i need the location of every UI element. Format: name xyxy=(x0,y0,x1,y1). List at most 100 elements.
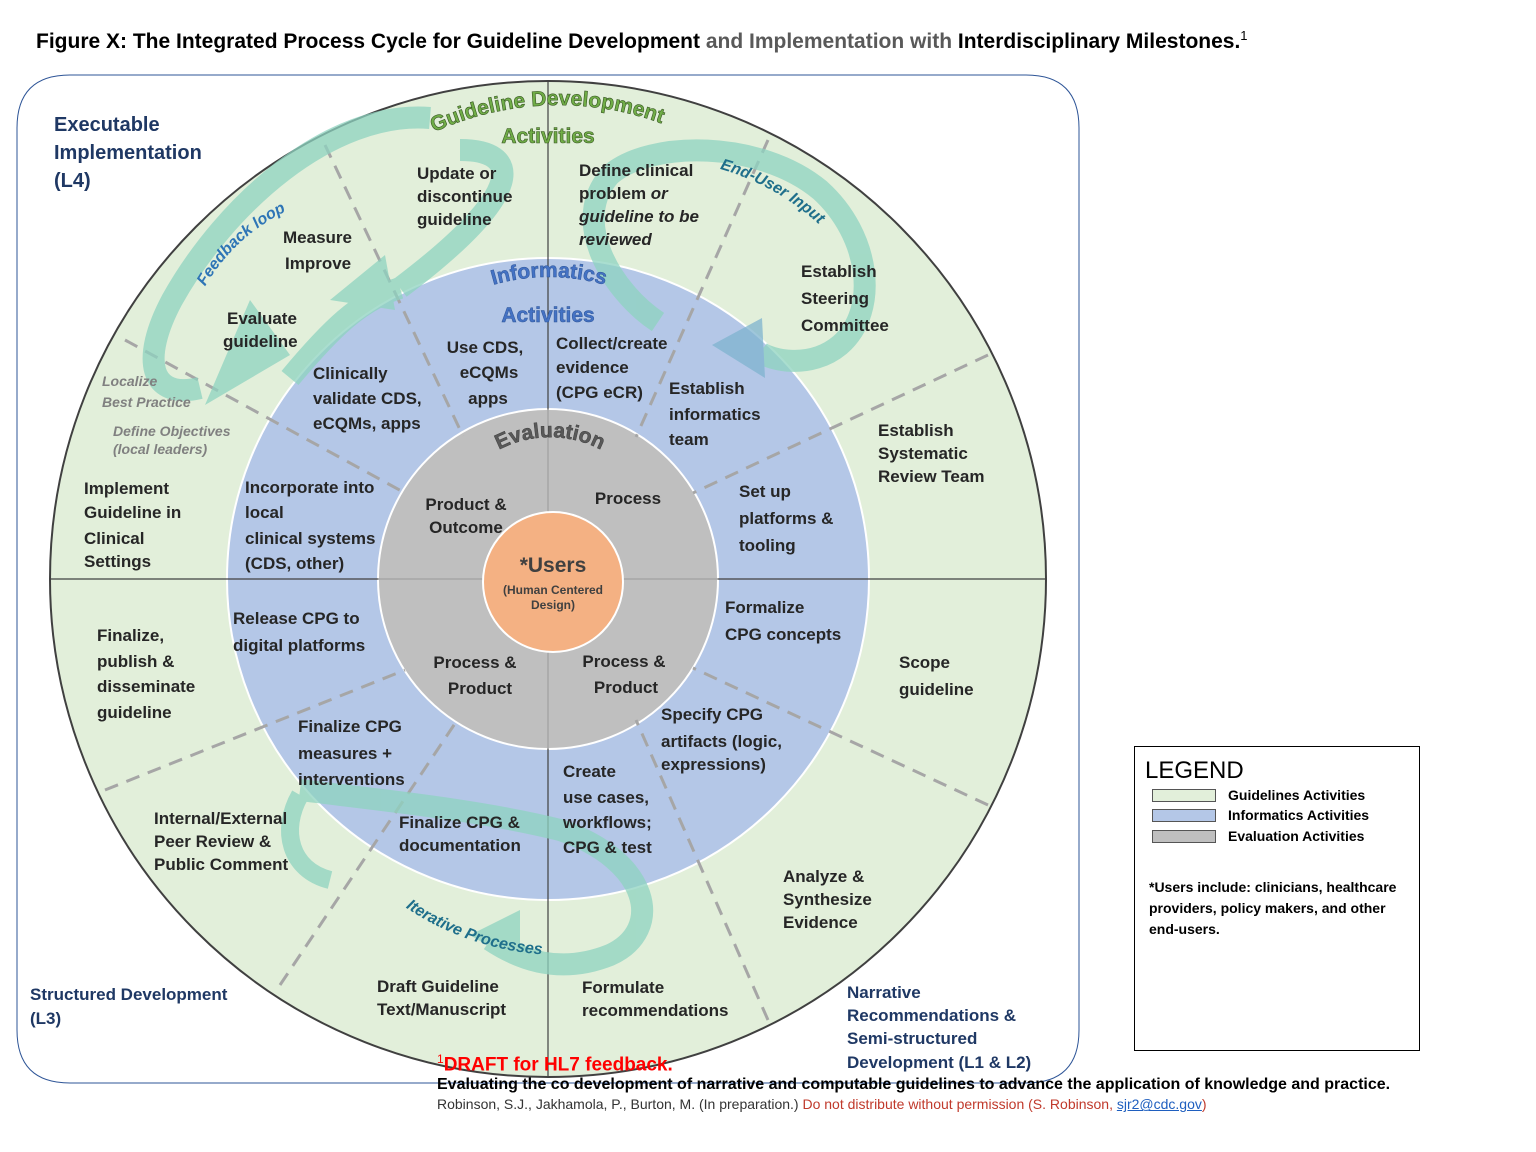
legend-title: LEGEND xyxy=(1145,757,1244,784)
svg-text:publish &: publish & xyxy=(97,652,174,671)
svg-text:Internal/External: Internal/External xyxy=(154,809,287,828)
svg-text:Set up: Set up xyxy=(739,482,791,501)
users-center xyxy=(482,511,624,653)
eval-top-right: Process xyxy=(595,489,661,508)
define-clinical-problem: Define clinical problem or guideline to … xyxy=(578,161,699,249)
svg-text:Evidence: Evidence xyxy=(783,913,858,932)
scope-guideline: Scope guideline xyxy=(899,653,974,699)
svg-text:Process &: Process & xyxy=(433,653,516,672)
svg-text:(CDS, other): (CDS, other) xyxy=(245,554,344,573)
eval-top-left: Product & Outcome xyxy=(425,495,506,537)
figure-title: Figure X: The Integrated Process Cycle f… xyxy=(36,28,1248,54)
svg-text:Scope: Scope xyxy=(899,653,950,672)
legend-box: LEGEND Guidelines Activities Informatics… xyxy=(1134,746,1420,1051)
svg-text:artifacts (logic,: artifacts (logic, xyxy=(661,732,782,751)
quadrant-label-structured: Structured Development (L3) xyxy=(30,985,228,1028)
svg-text:digital platforms: digital platforms xyxy=(233,636,365,655)
svg-text:Evaluate: Evaluate xyxy=(227,309,297,328)
svg-text:Establish: Establish xyxy=(669,379,745,398)
svg-text:discontinue: discontinue xyxy=(417,187,512,206)
svg-text:Outcome: Outcome xyxy=(429,518,503,537)
legend-swatch-evaluation xyxy=(1152,830,1216,843)
quadrant-label-narrative: Narrative Recommendations & Semi-structu… xyxy=(847,983,1031,1072)
svg-text:measures +: measures + xyxy=(298,744,392,763)
footer: 1DRAFT for HL7 feedback. Evaluating the … xyxy=(437,1052,1390,1112)
svg-text:Finalize CPG: Finalize CPG xyxy=(298,717,402,736)
svg-text:Establish: Establish xyxy=(801,262,877,281)
svg-text:Update or: Update or xyxy=(417,164,497,183)
establish-informatics-team: Establish informatics team xyxy=(669,379,761,449)
title-part3: Interdisciplinary Milestones. xyxy=(957,30,1241,53)
svg-text:validate CDS,: validate CDS, xyxy=(313,389,422,408)
svg-text:Recommendations &: Recommendations & xyxy=(847,1006,1016,1025)
svg-text:guideline: guideline xyxy=(223,332,298,351)
formalize-cpg-concepts: Formalize CPG concepts xyxy=(725,598,841,644)
implement-guideline: Implement Guideline in Clinical Settings xyxy=(84,479,181,571)
legend-swatch-informatics xyxy=(1152,809,1216,822)
svg-text:Finalize,: Finalize, xyxy=(97,626,164,645)
localize-best-practice: Localize Best Practice xyxy=(102,373,191,410)
svg-text:clinical systems: clinical systems xyxy=(245,529,375,548)
svg-text:(L4): (L4) xyxy=(54,170,91,192)
svg-text:Formulate: Formulate xyxy=(582,978,664,997)
svg-text:evidence: evidence xyxy=(556,358,629,377)
svg-text:Structured Development: Structured Development xyxy=(30,985,228,1004)
svg-text:expressions): expressions) xyxy=(661,755,766,774)
svg-text:Peer Review &: Peer Review & xyxy=(154,832,271,851)
establish-systematic-review: Establish Systematic Review Team xyxy=(878,421,984,486)
svg-text:reviewed: reviewed xyxy=(579,230,652,249)
create-use-cases: Create use cases, workflows; CPG & test xyxy=(562,762,652,857)
email-link[interactable]: sjr2@cdc.gov xyxy=(1116,1096,1202,1113)
svg-text:Public Comment: Public Comment xyxy=(154,855,288,874)
svg-text:Use CDS,: Use CDS, xyxy=(447,338,524,357)
svg-text:informatics: informatics xyxy=(669,405,761,424)
quadrant-frames xyxy=(16,74,1080,1084)
finalize-cpg-documentation: Finalize CPG & documentation xyxy=(399,813,521,855)
svg-text:Implement: Implement xyxy=(84,479,169,498)
legend-users-note: *Users include: clinicians, healthcare p… xyxy=(1149,879,1397,937)
svg-text:guideline: guideline xyxy=(417,210,492,229)
svg-text:use cases,: use cases, xyxy=(563,788,649,807)
draft-notice: 1DRAFT for HL7 feedback. xyxy=(437,1052,673,1076)
svg-text:(local leaders): (local leaders) xyxy=(113,441,207,457)
users-sub-1: (Human Centered xyxy=(503,583,603,597)
finalize-cpg-measures: Finalize CPG measures + interventions xyxy=(298,717,405,789)
svg-text:Text/Manuscript: Text/Manuscript xyxy=(377,1000,506,1019)
svg-text:Analyze &: Analyze & xyxy=(783,867,864,886)
peer-review: Internal/External Peer Review & Public C… xyxy=(154,809,288,874)
svg-text:local: local xyxy=(245,503,284,522)
end-user-input-arrow xyxy=(582,139,876,378)
svg-text:Draft Guideline: Draft Guideline xyxy=(377,977,499,996)
svg-text:disseminate: disseminate xyxy=(97,677,195,696)
svg-text:CPG concepts: CPG concepts xyxy=(725,625,841,644)
iterative-processes-arrow xyxy=(281,779,654,976)
define-objectives: Define Objectives (local leaders) xyxy=(113,423,231,457)
svg-text:Collect/create: Collect/create xyxy=(556,334,668,353)
svg-text:eCQMs, apps: eCQMs, apps xyxy=(313,414,421,433)
svg-text:Improve: Improve xyxy=(285,254,351,273)
svg-text:Development (L1 & L2): Development (L1 & L2) xyxy=(847,1053,1031,1072)
eval-bottom-right: Process & Product xyxy=(582,652,665,697)
svg-text:Implementation: Implementation xyxy=(54,142,202,164)
svg-text:Executable: Executable xyxy=(54,114,160,136)
svg-text:Establish: Establish xyxy=(878,421,954,440)
svg-text:Best Practice: Best Practice xyxy=(102,394,191,410)
svg-text:documentation: documentation xyxy=(399,836,521,855)
svg-text:Clinical: Clinical xyxy=(84,529,144,548)
collect-evidence: Collect/create evidence (CPG eCR) xyxy=(556,334,668,402)
svg-text:Release CPG to: Release CPG to xyxy=(233,609,360,628)
svg-text:Review Team: Review Team xyxy=(878,467,984,486)
evaluate-guideline: Evaluate guideline xyxy=(223,309,298,351)
svg-text:tooling: tooling xyxy=(739,536,796,555)
draft-guideline: Draft Guideline Text/Manuscript xyxy=(377,977,506,1019)
svg-text:Committee: Committee xyxy=(801,316,889,335)
update-guideline: Update or discontinue guideline xyxy=(417,164,512,229)
svg-text:workflows;: workflows; xyxy=(562,813,652,832)
footer-subtitle: Evaluating the co development of narrati… xyxy=(437,1076,1391,1094)
svg-text:Incorporate into: Incorporate into xyxy=(245,478,374,497)
feedback-loop-arrow xyxy=(142,106,514,405)
quadrant-label-executable: Executable Implementation (L4) xyxy=(54,114,202,192)
svg-text:Define clinical: Define clinical xyxy=(579,161,693,180)
svg-text:(CPG eCR): (CPG eCR) xyxy=(556,383,643,402)
